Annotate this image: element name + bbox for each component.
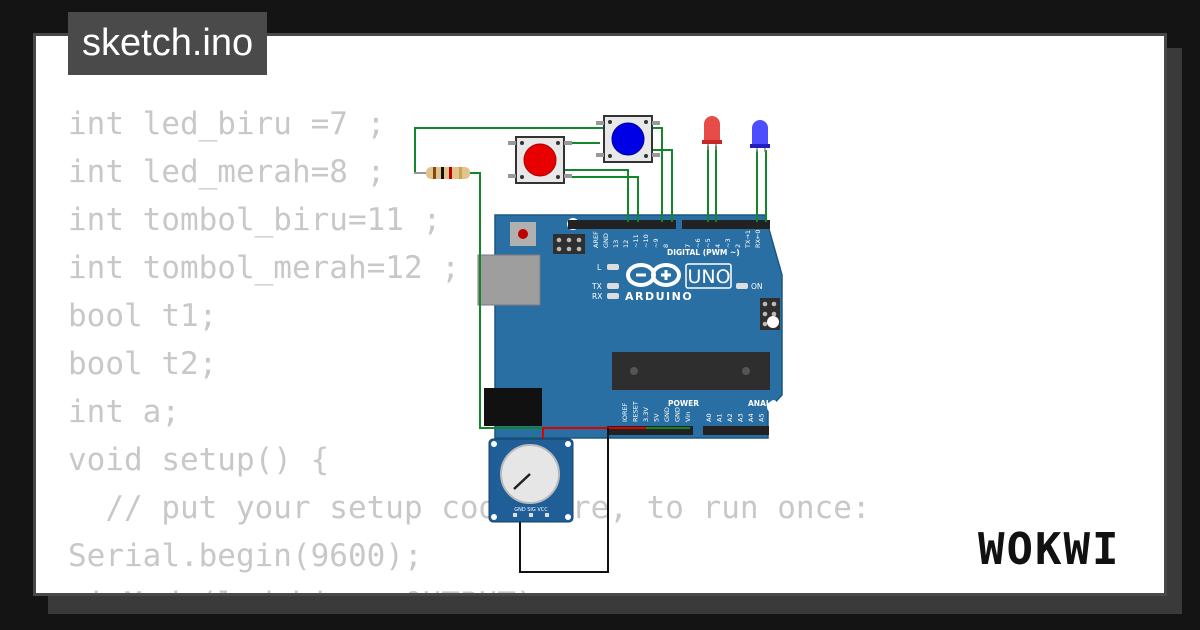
pin-label: RESET bbox=[632, 401, 640, 422]
pin-label: ~9 bbox=[652, 238, 660, 248]
pin-label: GND bbox=[663, 407, 671, 422]
pin-label: A4 bbox=[747, 413, 755, 422]
atmega-chip bbox=[612, 352, 770, 390]
usb-port bbox=[477, 254, 541, 306]
rx-label: RX bbox=[592, 292, 602, 301]
pin-label: 12 bbox=[622, 240, 630, 248]
pin-label: 3.3V bbox=[642, 407, 650, 422]
pin-label: A2 bbox=[726, 413, 734, 422]
pot-pin-labels: GND SIG VCC bbox=[514, 507, 548, 513]
arduino-uno-board[interactable]: UNO ARDUINO DIGITAL (PWM ~) POWER ANALOG… bbox=[477, 214, 795, 439]
on-label: ON bbox=[751, 282, 763, 291]
card-bottom-shadow bbox=[48, 596, 1182, 614]
led-l-label: L bbox=[597, 263, 602, 272]
code-line: bool t2; bbox=[68, 346, 218, 382]
pin-label: Vin bbox=[684, 412, 692, 422]
pin-label: A3 bbox=[737, 413, 745, 422]
analog-label: ANALOG IN bbox=[748, 399, 795, 408]
potentiometer[interactable]: GND SIG VCC bbox=[488, 438, 574, 523]
card-bottom-border bbox=[33, 593, 1167, 596]
arduino-logo-icon bbox=[626, 263, 681, 287]
digital-header bbox=[568, 220, 770, 229]
pin-label: IOREF bbox=[621, 402, 629, 422]
pin-label: RX←0 bbox=[754, 229, 762, 248]
pin-label: A1 bbox=[716, 413, 724, 422]
pin-label: 13 bbox=[612, 240, 620, 248]
pin-label: ~3 bbox=[724, 238, 732, 248]
code-line: int tombol_biru=11 ; bbox=[68, 202, 442, 238]
pin-label: ~5 bbox=[704, 238, 712, 248]
blue-pushbutton[interactable] bbox=[596, 115, 660, 163]
red-pushbutton[interactable] bbox=[508, 136, 572, 184]
pin-label: ~10 bbox=[642, 234, 650, 248]
code-line: int tombol_merah=12 ; bbox=[68, 250, 460, 286]
pin-label: 4 bbox=[714, 244, 722, 248]
pin-label: GND bbox=[602, 233, 610, 248]
power-label: POWER bbox=[668, 399, 699, 408]
code-line: Serial.begin(9600); bbox=[68, 538, 423, 574]
code-line: void setup() { bbox=[68, 442, 330, 478]
pin-label: 8 bbox=[662, 244, 670, 248]
code-line: // put your setup code here, to run once… bbox=[68, 490, 871, 526]
pin-label: A5 bbox=[758, 413, 766, 422]
board-model: UNO bbox=[687, 266, 730, 288]
resistor[interactable] bbox=[414, 167, 470, 179]
pin-label: 7 bbox=[684, 244, 692, 248]
pin-label: ~6 bbox=[694, 238, 702, 248]
red-led[interactable] bbox=[702, 116, 722, 150]
code-preview: int led_biru =7 ; int led_merah=8 ; int to… bbox=[68, 100, 871, 628]
blue-led[interactable] bbox=[750, 120, 770, 152]
power-analog-header bbox=[607, 426, 769, 435]
digital-label: DIGITAL (PWM ~) bbox=[667, 248, 740, 257]
board-brand: ARDUINO bbox=[625, 290, 693, 303]
sketch-title: sketch.ino bbox=[68, 12, 268, 75]
tx-label: TX bbox=[591, 282, 602, 291]
code-line: bool t1; bbox=[68, 298, 218, 334]
pin-label: ~11 bbox=[632, 234, 640, 248]
pin-label: GND bbox=[674, 407, 682, 422]
pin-label: 5V bbox=[653, 413, 661, 422]
code-line: int a; bbox=[68, 394, 180, 430]
power-jack bbox=[484, 388, 542, 426]
wokwi-logo: WOKWI bbox=[978, 524, 1121, 575]
pin-label: A0 bbox=[705, 413, 713, 422]
pin-label: AREF bbox=[592, 231, 600, 248]
pin-label: 2 bbox=[734, 244, 742, 248]
code-line: int led_merah=8 ; bbox=[68, 154, 386, 190]
icsp-header bbox=[553, 234, 585, 254]
black-wire bbox=[519, 428, 609, 573]
pin-label: TX→1 bbox=[744, 230, 752, 249]
code-line: int led_biru =7 ; bbox=[68, 106, 386, 142]
